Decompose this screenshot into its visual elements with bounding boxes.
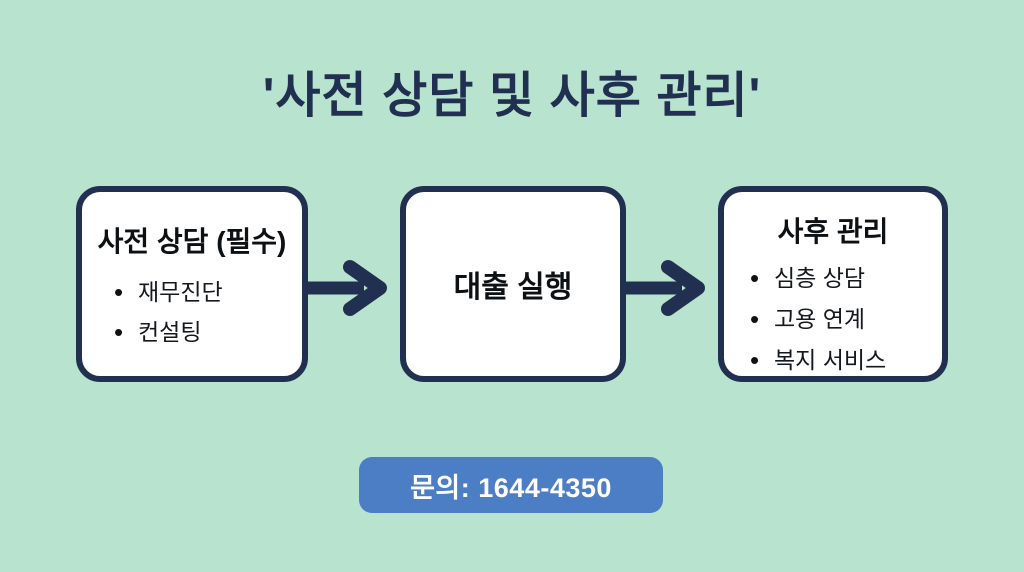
box-heading-loan-execution: 대출 실행 — [453, 271, 573, 304]
contact-button[interactable]: 문의: 1644-4350 — [359, 457, 663, 513]
arrow-right-icon — [304, 260, 387, 316]
page-title: '사전 상담 및 사후 관리' — [262, 69, 762, 123]
arrow-right-icon — [622, 260, 705, 316]
list-item: 컨설팅 — [114, 312, 302, 352]
box-heading-pre-consultation: 사전 상담 (필수) — [97, 226, 287, 257]
list-item: 고용 연계 — [750, 299, 942, 340]
list-item: 심층 상담 — [750, 258, 942, 299]
box-heading-post-management: 사후 관리 — [777, 216, 889, 247]
pre-consultation-list: 재무진단 컨설팅 — [82, 272, 302, 352]
list-item: 재무진단 — [114, 272, 302, 312]
list-item: 복지 서비스 — [750, 340, 942, 381]
flow-box-pre-consultation: 사전 상담 (필수) 재무진단 컨설팅 — [76, 186, 308, 382]
flow-box-post-management: 사후 관리 심층 상담 고용 연계 복지 서비스 — [718, 186, 948, 382]
flow-box-loan-execution: 대출 실행 — [400, 186, 626, 382]
post-management-list: 심층 상담 고용 연계 복지 서비스 — [724, 258, 942, 381]
